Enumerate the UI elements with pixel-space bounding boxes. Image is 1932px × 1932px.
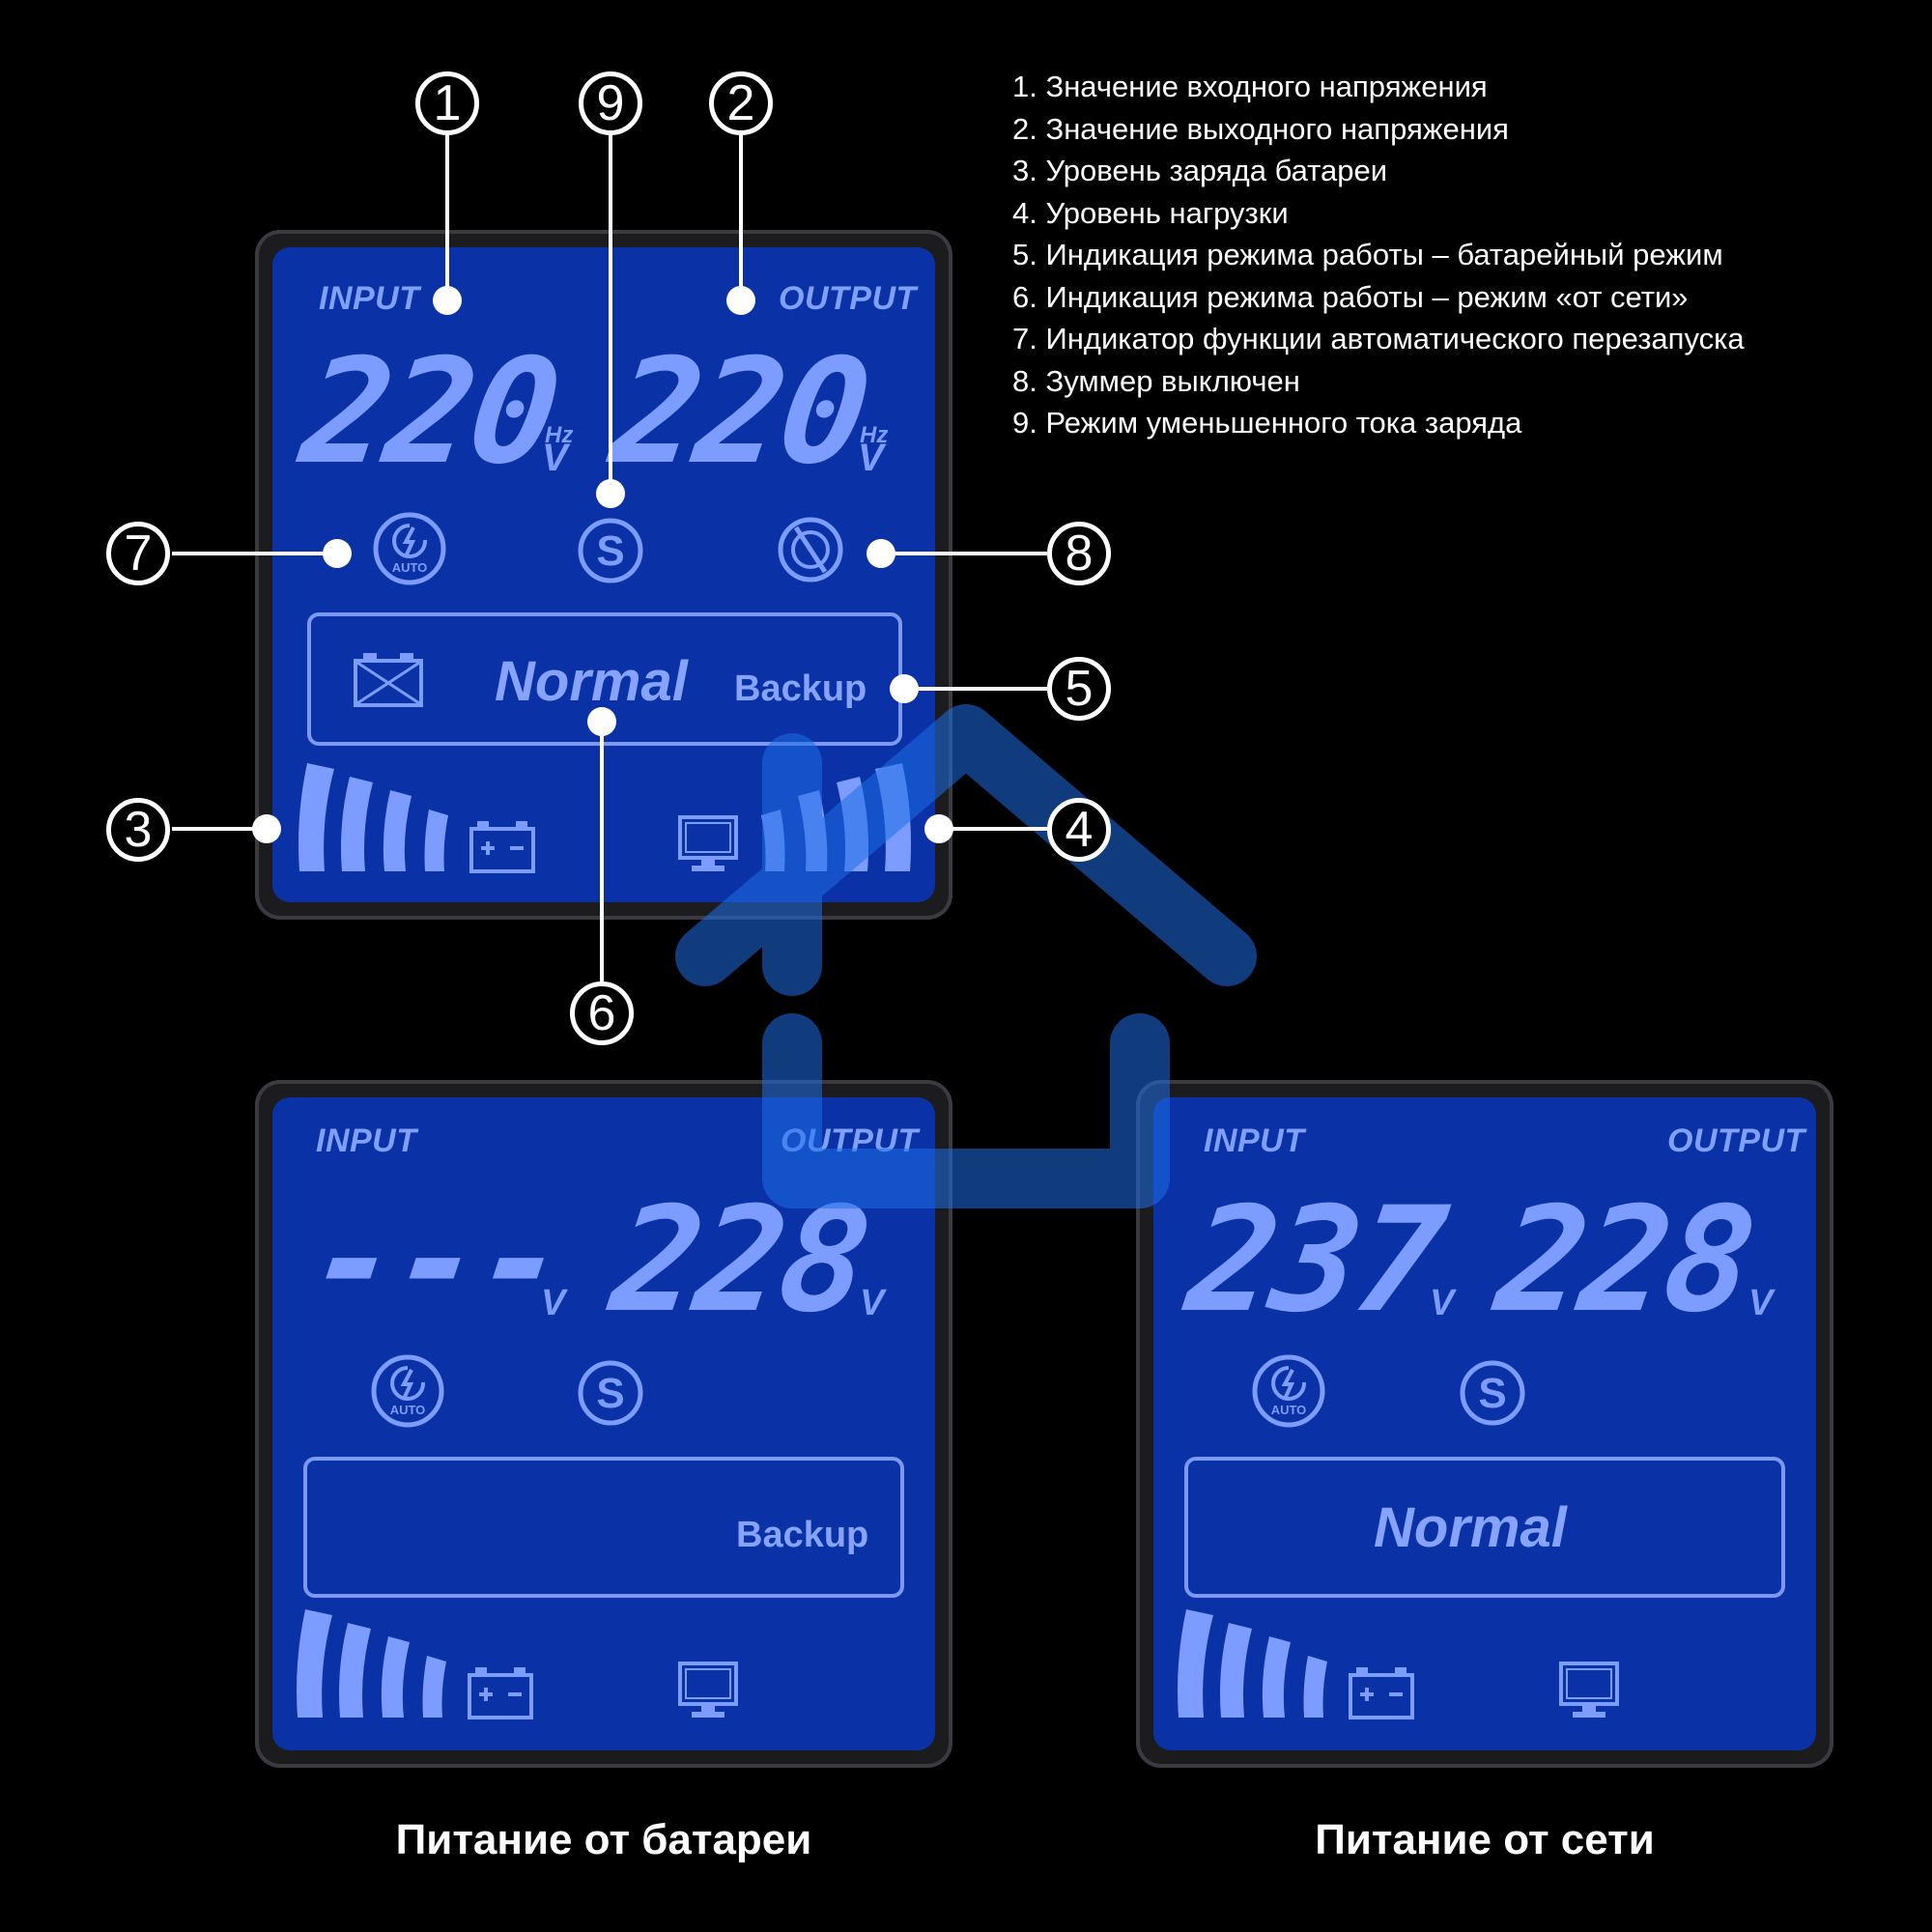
mains-auto-text: AUTO bbox=[1271, 1403, 1307, 1417]
callout-5-dot bbox=[890, 674, 919, 703]
callout-3: 3 bbox=[106, 798, 170, 862]
callout-3-dot bbox=[252, 814, 281, 843]
mains-power-caption: Питание от сети bbox=[1315, 1816, 1655, 1863]
legend-item: 2. Значение выходного напряжения bbox=[1012, 111, 1509, 146]
battery-output-label: OUTPUT bbox=[781, 1122, 919, 1159]
battery-input-label: INPUT bbox=[316, 1122, 417, 1159]
main-load-level-bars bbox=[746, 759, 920, 875]
main-backup-label: Backup bbox=[734, 668, 867, 709]
callout-9-dot bbox=[596, 479, 625, 508]
battery-output-v-unit: V bbox=[860, 1283, 885, 1323]
main-battery-icon bbox=[468, 817, 537, 875]
mains-mode-box bbox=[1184, 1457, 1785, 1598]
mains-battery-level-bars bbox=[1169, 1605, 1343, 1721]
callout-1-leader bbox=[445, 135, 449, 299]
buzzer-off-icon bbox=[775, 514, 846, 585]
callout-6-leader bbox=[600, 721, 604, 997]
mains-input-v-unit: V bbox=[1430, 1283, 1455, 1323]
battery-power-caption: Питание от батареи bbox=[395, 1816, 812, 1863]
battery-battery-icon bbox=[466, 1663, 535, 1721]
legend-list: 1. Значение входного напряжения 2. Значе… bbox=[1012, 66, 1745, 444]
callout-1: 1 bbox=[415, 71, 479, 135]
main-input-v-unit: V bbox=[542, 437, 568, 479]
battery-backup-label: Backup bbox=[736, 1515, 869, 1555]
s-charge-icon: S bbox=[577, 517, 644, 584]
callout-8-dot bbox=[867, 539, 895, 568]
legend-item: 8. Зуммер выключен bbox=[1012, 363, 1300, 398]
mains-s-text: S bbox=[1478, 1370, 1506, 1417]
battery-s-text: S bbox=[596, 1370, 624, 1417]
callout-5-leader bbox=[904, 687, 1047, 691]
legend-item: 3. Уровень заряда батареи bbox=[1012, 154, 1388, 187]
battery-x-icon bbox=[352, 649, 425, 709]
callout-3-leader bbox=[172, 827, 269, 831]
callout-8-leader bbox=[881, 552, 1047, 555]
mains-s-charge-icon: S bbox=[1459, 1359, 1526, 1427]
mains-input-label: INPUT bbox=[1204, 1122, 1305, 1159]
callout-4: 4 bbox=[1047, 798, 1111, 862]
main-output-v-unit: V bbox=[858, 437, 884, 479]
mains-output-label: OUTPUT bbox=[1667, 1122, 1805, 1159]
callout-2-leader bbox=[739, 135, 743, 299]
legend-item: 9. Режим уменьшенного тока заряда bbox=[1012, 406, 1522, 440]
legend-item: 7. Индикатор функции автоматического пер… bbox=[1012, 322, 1745, 355]
mains-output-value: 228 bbox=[1487, 1177, 1762, 1345]
battery-output-value: 228 bbox=[602, 1177, 877, 1345]
battery-input-v-unit: V bbox=[541, 1283, 566, 1323]
legend-item: 1. Значение входного напряжения bbox=[1012, 70, 1488, 103]
callout-9: 9 bbox=[579, 71, 642, 135]
main-monitor-icon bbox=[676, 813, 740, 875]
main-input-hz-unit: Hz bbox=[545, 422, 574, 448]
main-input-value: 220 bbox=[292, 328, 567, 497]
main-battery-level-bars bbox=[290, 759, 464, 875]
callout-2: 2 bbox=[709, 71, 773, 135]
callout-9-leader bbox=[609, 135, 612, 488]
battery-auto-restart-icon: AUTO bbox=[369, 1352, 446, 1430]
battery-s-charge-icon: S bbox=[577, 1359, 644, 1427]
main-input-label: INPUT bbox=[319, 280, 420, 317]
main-normal-label: Normal bbox=[495, 650, 688, 713]
callout-6-dot bbox=[587, 707, 616, 736]
callout-4-leader bbox=[939, 827, 1047, 831]
callout-4-dot bbox=[924, 814, 953, 843]
battery-mode-box bbox=[303, 1457, 904, 1598]
callout-8: 8 bbox=[1047, 522, 1111, 585]
battery-battery-level-bars bbox=[288, 1605, 462, 1721]
callout-7-dot bbox=[323, 539, 352, 568]
main-output-label: OUTPUT bbox=[779, 280, 917, 317]
main-output-value: 220 bbox=[602, 328, 877, 497]
mains-output-v-unit: V bbox=[1748, 1283, 1774, 1323]
main-output-hz-unit: Hz bbox=[860, 422, 889, 448]
main-s-text: S bbox=[596, 527, 624, 575]
callout-7: 7 bbox=[106, 522, 170, 585]
callout-6: 6 bbox=[570, 981, 634, 1045]
main-auto-text: AUTO bbox=[392, 560, 428, 575]
auto-restart-icon: AUTO bbox=[371, 510, 448, 587]
mains-battery-icon bbox=[1347, 1663, 1416, 1721]
callout-1-dot bbox=[433, 286, 462, 315]
callout-7-leader bbox=[172, 552, 336, 555]
battery-auto-text: AUTO bbox=[390, 1403, 426, 1417]
legend-item: 6. Индикация режима работы – режим «от с… bbox=[1012, 279, 1689, 314]
mains-auto-restart-icon: AUTO bbox=[1250, 1352, 1327, 1430]
legend-item: 4. Уровень нагрузки bbox=[1012, 195, 1289, 230]
mains-normal-label: Normal bbox=[1374, 1496, 1567, 1559]
callout-5: 5 bbox=[1047, 657, 1111, 721]
battery-monitor-icon bbox=[676, 1660, 740, 1721]
callout-2-dot bbox=[726, 286, 755, 315]
battery-input-value: --- bbox=[298, 1177, 574, 1345]
mains-monitor-icon bbox=[1557, 1660, 1621, 1721]
legend-item: 5. Индикация режима работы – батарейный … bbox=[1012, 238, 1723, 271]
mains-input-value: 237 bbox=[1178, 1177, 1453, 1345]
